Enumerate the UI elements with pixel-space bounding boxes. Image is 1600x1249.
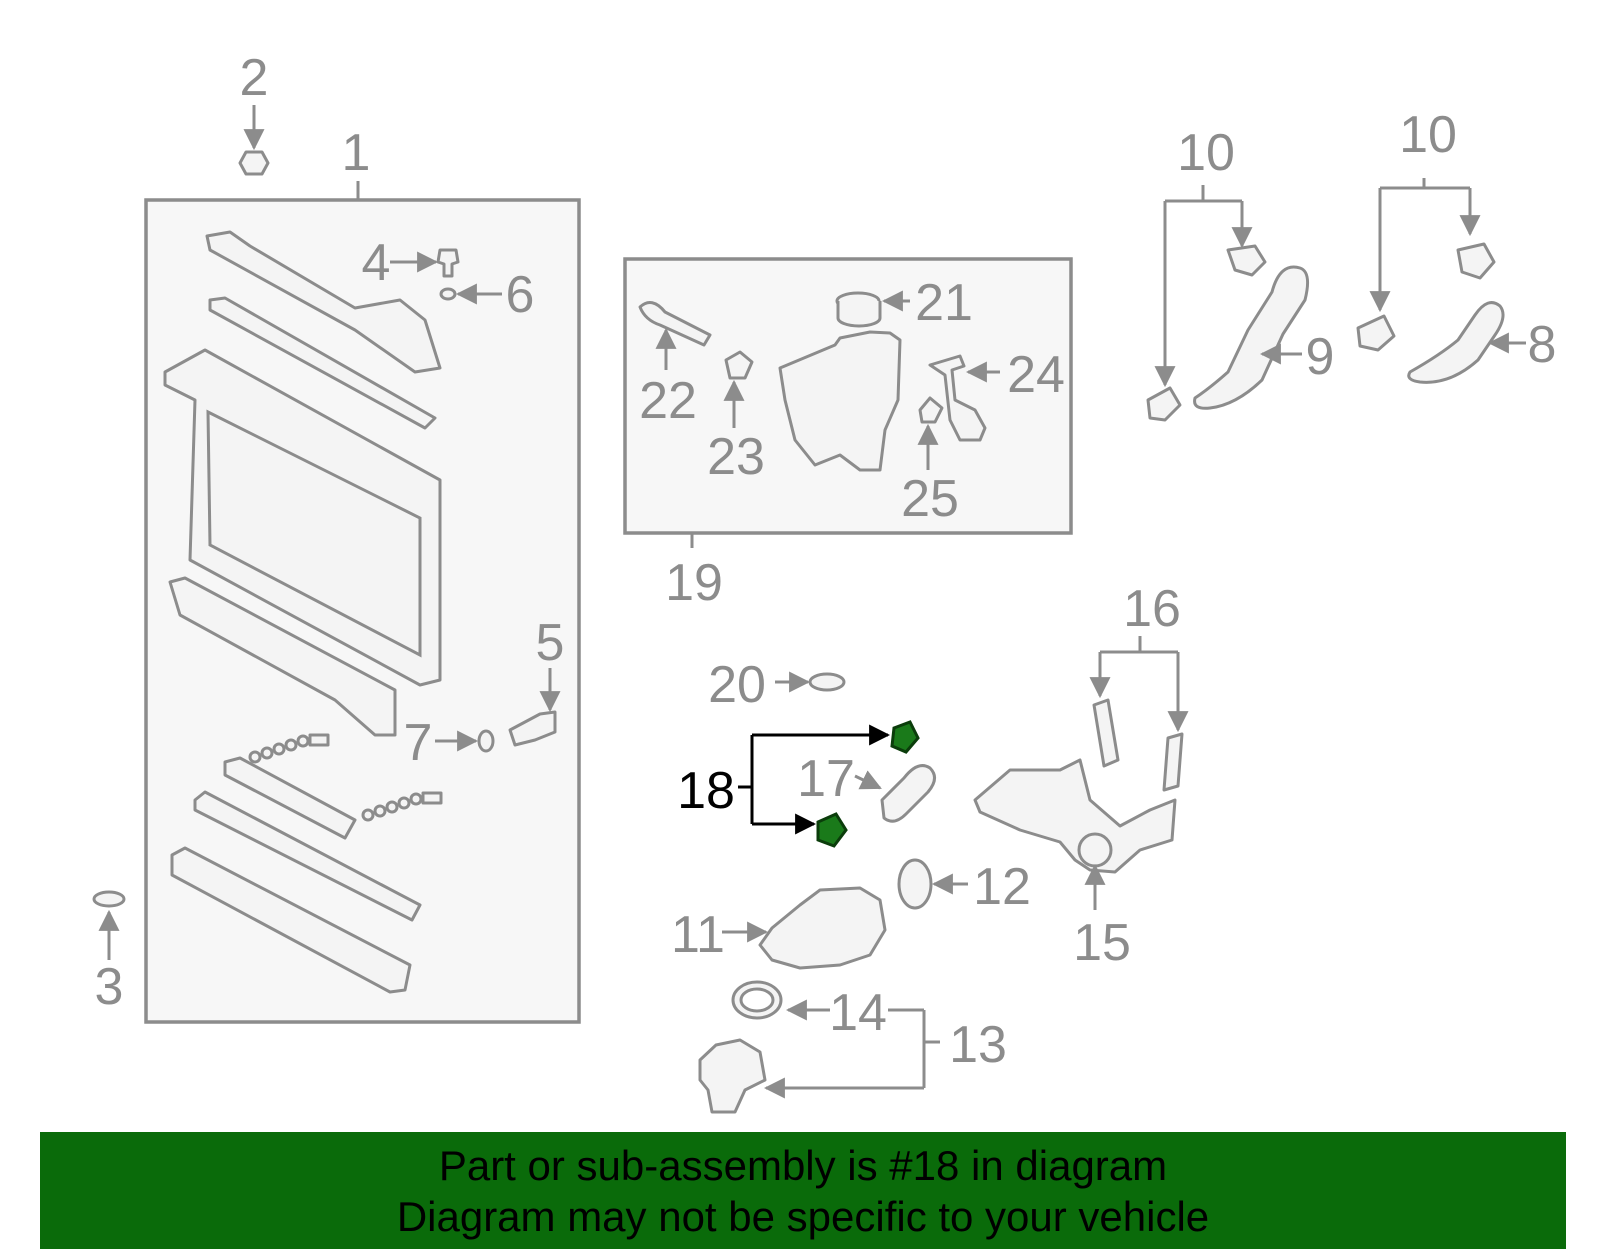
banner-line-1: Part or sub-assembly is #18 in diagram — [438, 1142, 1168, 1189]
callout-19: 19 — [665, 554, 723, 612]
drain-plug-row-1 — [248, 733, 330, 764]
part-11-housing-illustration — [758, 886, 887, 970]
part-8-hose-illustration — [1407, 301, 1505, 384]
callout-5: 5 — [536, 614, 565, 672]
part-21-cap-side — [836, 301, 882, 328]
lower-bracket-illustration — [193, 790, 422, 922]
part-6-ring-illustration — [439, 287, 457, 301]
callout-10-b: 10 — [1399, 106, 1457, 164]
part-17-hose-illustration — [880, 764, 936, 823]
part-10-clamp-c-illustration — [1456, 242, 1496, 280]
part-18-group[interactable] — [738, 720, 920, 848]
callout-6: 6 — [506, 266, 535, 324]
part-4-cap-illustration — [436, 248, 460, 278]
callout-23: 23 — [707, 428, 765, 486]
part-25-clamp-illustration — [918, 396, 944, 424]
reservoir-tank-illustration — [778, 330, 902, 472]
callout-25: 25 — [901, 470, 959, 528]
reservoir-assembly-group — [623, 257, 1073, 548]
callout-13: 13 — [949, 1016, 1007, 1074]
callout-21: 21 — [915, 274, 973, 332]
callout-8: 8 — [1528, 316, 1557, 374]
part-18-clamp-upper-illustration[interactable] — [890, 720, 920, 754]
callout-7: 7 — [404, 714, 433, 772]
callout-12: 12 — [973, 858, 1031, 916]
upper-hose-group — [1146, 178, 1526, 422]
part-5-drain-cock-illustration — [508, 710, 557, 747]
part-10-clamp-d-illustration — [1356, 314, 1396, 352]
callout-18[interactable]: 18 — [677, 762, 735, 820]
callout-10-a: 10 — [1177, 124, 1235, 182]
callout-1: 1 — [342, 124, 371, 182]
radiator-assembly-group — [144, 181, 581, 1024]
part-10-clamp-b-illustration — [1146, 386, 1182, 422]
parts-diagram: 1 2 3 4 5 6 7 8 9 10 10 11 12 13 14 15 1… — [92, 49, 1557, 1114]
callout-24: 24 — [1007, 346, 1065, 404]
part-22-hose-illustration — [638, 301, 712, 347]
coolant-pipe-group — [973, 636, 1189, 910]
callout-15: 15 — [1073, 914, 1131, 972]
part-9-hose-illustration — [1193, 265, 1310, 410]
upper-tank-illustration — [205, 230, 442, 374]
drain-plug-row-2 — [361, 791, 443, 822]
callout-16: 16 — [1123, 580, 1181, 638]
info-banner: Part or sub-assembly is #18 in diagram D… — [40, 1132, 1566, 1249]
callout-11: 11 — [671, 906, 725, 964]
radiator-core-illustration — [163, 348, 442, 687]
callout-14: 14 — [829, 984, 887, 1042]
part-3-cushion-illustration — [92, 890, 126, 908]
lower-seal-illustration — [223, 756, 357, 840]
part-2-clip-illustration — [238, 150, 270, 176]
part-16-gasket-b-illustration — [1162, 732, 1184, 792]
upper-seal-illustration — [208, 296, 437, 430]
part-24-pipe-illustration — [928, 354, 987, 442]
callout-2: 2 — [240, 49, 269, 107]
part-16-gasket-a-illustration — [1092, 698, 1120, 768]
lower-tank-illustration — [168, 576, 397, 737]
part-13-thermostat-housing-illustration — [698, 1038, 767, 1114]
callout-4: 4 — [362, 234, 391, 292]
part-12-gasket-illustration — [897, 858, 933, 910]
part-20-cushion-illustration — [808, 672, 846, 692]
banner-line-2: Diagram may not be specific to your vehi… — [396, 1193, 1210, 1240]
part-7-o-ring-illustration — [477, 729, 495, 753]
part-15-water-pipe-illustration — [973, 758, 1177, 874]
part-10-clamp-a-illustration — [1226, 244, 1267, 277]
part-23-clamp-illustration — [724, 350, 754, 380]
part-18-clamp-lower-illustration[interactable] — [816, 812, 848, 848]
lower-support-illustration — [170, 846, 412, 994]
callout-3: 3 — [95, 958, 124, 1016]
callout-9: 9 — [1306, 328, 1335, 386]
callout-20: 20 — [708, 656, 766, 714]
callout-22: 22 — [639, 372, 697, 430]
callout-17: 17 — [797, 750, 855, 808]
